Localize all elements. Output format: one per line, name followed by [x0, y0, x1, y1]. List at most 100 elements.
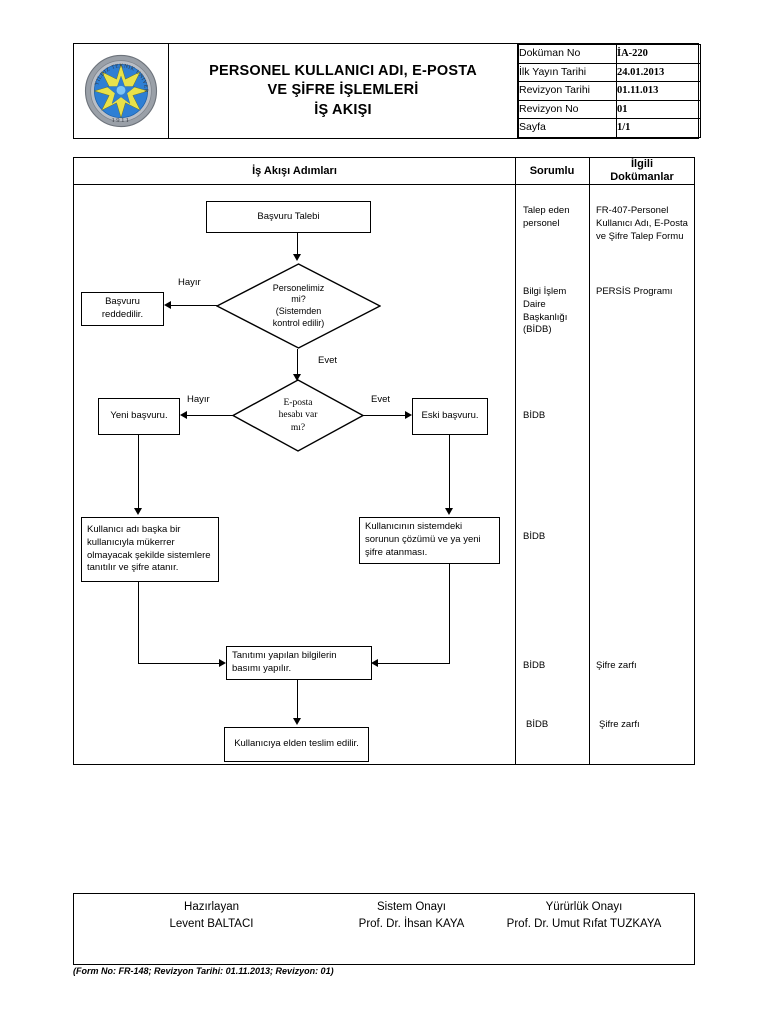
connector-print-to-deliver	[297, 680, 299, 719]
decision1-line1: Personelimiz	[272, 282, 325, 293]
connector-assign-down	[138, 582, 140, 664]
arrowhead-assign-to-print	[219, 659, 226, 667]
connector-assign-right	[138, 663, 220, 665]
footer-person-yururluk-onayi: Prof. Dr. Umut Rıfat TUZKAYA	[506, 918, 662, 931]
footer-person-hazirlayan: Levent BALTACI	[169, 918, 254, 931]
document-meta-cell: Doküman No İA-220 İlk Yayın Tarihi 24.01…	[517, 43, 701, 139]
approval-footer-table: Hazırlayan Levent BALTACI Sistem Onayı P…	[73, 893, 695, 965]
responsible-entry-6: BİDB	[526, 719, 549, 730]
edge-label-evet-2: Evet	[371, 394, 391, 405]
flow-node-deliver-to-user: Kullanıcıya elden teslim edilir.	[224, 727, 369, 762]
responsible-entry-4: BİDB	[523, 531, 546, 542]
flow-node-fix-issue: Kullanıcının sistemdeki sorunun çözümü v…	[359, 517, 500, 564]
arrowhead-decision2-to-new-app	[180, 411, 187, 419]
arrowhead-new-app-to-assign	[134, 508, 142, 515]
logo-cell: 1911 YILDIZ TEKNIK UNIVERSITESI	[73, 43, 169, 139]
connector-decision2-to-old-app	[363, 415, 405, 417]
meta-label-sayfa: Sayfa	[518, 118, 617, 138]
decision2-shape	[232, 379, 364, 452]
decision1-shape	[216, 263, 381, 349]
meta-row: Sayfa 1/1	[518, 118, 701, 138]
document-entry-1: FR-407-Personel Kullanıcı Adı, E-Posta v…	[596, 205, 688, 242]
arrowhead-old-app-to-fix	[445, 508, 453, 515]
responsible-entry-3: BİDB	[523, 410, 546, 421]
responsible-entry-5: BİDB	[523, 660, 546, 671]
title-line-1: PERSONEL KULLANICI ADI, E-POSTA	[209, 62, 477, 79]
arrowhead-start-to-decision1	[293, 254, 301, 261]
decision2-text: E-posta hesabı var mı?	[279, 397, 318, 434]
meta-label-ilk-yayin-tarihi: İlk Yayın Tarihi	[518, 62, 617, 83]
document-entry-3: Şifre zarfı	[596, 660, 637, 671]
meta-label-revizyon-tarihi: Revizyon Tarihi	[518, 81, 617, 101]
column-divider-2	[589, 158, 590, 764]
meta-row: Revizyon Tarihi 01.11.013	[518, 81, 701, 101]
edge-label-hayir-2: Hayır	[187, 394, 210, 405]
meta-value-sayfa: 1/1	[616, 118, 701, 138]
connector-fix-down	[449, 564, 451, 664]
footer-column-yururluk-onayi: Yürürlük Onayı Prof. Dr. Umut Rıfat TUZK…	[474, 899, 694, 934]
meta-row: Doküman No İA-220	[518, 44, 701, 64]
flow-node-print-info: Tanıtımı yapılan bilgilerin basımı yapıl…	[226, 646, 372, 680]
logo-svg: 1911 YILDIZ TEKNIK UNIVERSITESI	[82, 50, 158, 128]
flow-node-decision-personelimiz-mi: Personelimiz mi? (Sistemden kontrol edil…	[216, 263, 381, 349]
meta-label-revizyon-no: Revizyon No	[518, 99, 617, 120]
meta-value-dokuman-no: İA-220	[616, 44, 701, 64]
meta-label-dokuman-no: Doküman No	[518, 44, 617, 64]
column-header-documents: İlgili Dokümanlar	[589, 158, 695, 184]
form-revision-note: (Form No: FR-148; Revizyon Tarihi: 01.11…	[73, 966, 334, 976]
footer-column-sistem-onayi: Sistem Onayı Prof. Dr. İhsan KAYA	[304, 899, 519, 934]
footer-role-hazirlayan: Hazırlayan	[184, 901, 239, 913]
decision1-line2: mi?	[291, 294, 306, 305]
meta-row: İlk Yayın Tarihi 24.01.2013	[518, 62, 701, 83]
footer-person-sistem-onayi: Prof. Dr. İhsan KAYA	[358, 918, 465, 931]
arrowhead-fix-to-print	[371, 659, 378, 667]
connector-decision1-to-rejected	[171, 305, 217, 307]
decision2-line1: E-posta	[283, 397, 313, 408]
flow-node-new-application: Yeni başvuru.	[98, 398, 180, 435]
flow-node-old-application: Eski başvuru.	[412, 398, 488, 435]
document-meta-table: Doküman No İA-220 İlk Yayın Tarihi 24.01…	[518, 44, 701, 138]
connector-new-app-to-assign	[138, 435, 140, 509]
column-divider-1	[515, 158, 516, 764]
connector-fix-left	[378, 663, 450, 665]
column-header-responsible: Sorumlu	[529, 164, 575, 177]
yildiz-teknik-universitesi-logo: 1911 YILDIZ TEKNIK UNIVERSITESI	[82, 50, 158, 128]
edge-label-evet-1: Evet	[318, 355, 338, 366]
title-line-3: İŞ AKIŞI	[314, 101, 372, 118]
connector-decision1-to-decision2	[297, 349, 299, 375]
decision2-line2: hesabı var	[278, 410, 318, 421]
responsible-entry-1: Talep eden personel	[523, 205, 570, 229]
connector-decision2-to-new-app	[187, 415, 233, 417]
meta-value-revizyon-tarihi: 01.11.013	[616, 81, 701, 101]
footer-role-sistem-onayi: Sistem Onayı	[376, 901, 447, 913]
svg-text:1911: 1911	[112, 117, 131, 124]
flow-node-start: Başvuru Talebi	[206, 201, 371, 233]
flowchart-canvas: Başvuru Talebi Personelimiz mi? (Sistemd…	[74, 185, 515, 764]
document-entry-4: Şifre zarfı	[599, 719, 640, 730]
flow-node-rejected: Başvuru reddedilir.	[81, 292, 164, 326]
column-header-documents-line1: İlgili	[631, 158, 653, 171]
decision2-line3: mı?	[290, 422, 306, 433]
document-header-table: 1911 YILDIZ TEKNIK UNIVERSITESI PERSONEL…	[73, 43, 701, 139]
decision1-line4: kontrol edilir)	[272, 317, 325, 328]
decision1-line3: (Sistemden	[275, 306, 322, 316]
arrowhead-decision1-to-decision2	[293, 374, 301, 381]
arrowhead-decision1-to-rejected	[164, 301, 171, 309]
arrowhead-print-to-deliver	[293, 718, 301, 725]
connector-start-to-decision1	[297, 233, 299, 255]
footer-role-yururluk-onayi: Yürürlük Onayı	[545, 901, 623, 913]
edge-label-hayir-1: Hayır	[178, 277, 201, 288]
flow-node-assign-username: Kullanıcı adı başka bir kullanıcıyla mük…	[81, 517, 219, 582]
flow-node-decision-eposta-hesabi-var-mi: E-posta hesabı var mı?	[232, 379, 364, 452]
document-title-cell: PERSONEL KULLANICI ADI, E-POSTA VE ŞİFRE…	[168, 43, 518, 139]
workflow-table-header-row: İş Akışı Adımları Sorumlu İlgili Doküman…	[74, 158, 694, 185]
connector-old-app-to-fix	[449, 435, 451, 509]
workflow-table: İş Akışı Adımları Sorumlu İlgili Doküman…	[73, 157, 695, 765]
meta-value-revizyon-no: 01	[616, 99, 701, 120]
column-header-documents-line2: Dokümanlar	[610, 171, 674, 183]
column-header-steps: İş Akışı Adımları	[252, 164, 337, 177]
responsible-entry-2: Bilgi İşlem Daire Başkanlığı (BİDB)	[523, 286, 568, 336]
arrowhead-decision2-to-old-app	[405, 411, 412, 419]
title-line-2: VE ŞİFRE İŞLEMLERİ	[267, 82, 419, 99]
meta-value-ilk-yayin-tarihi: 24.01.2013	[616, 62, 701, 83]
